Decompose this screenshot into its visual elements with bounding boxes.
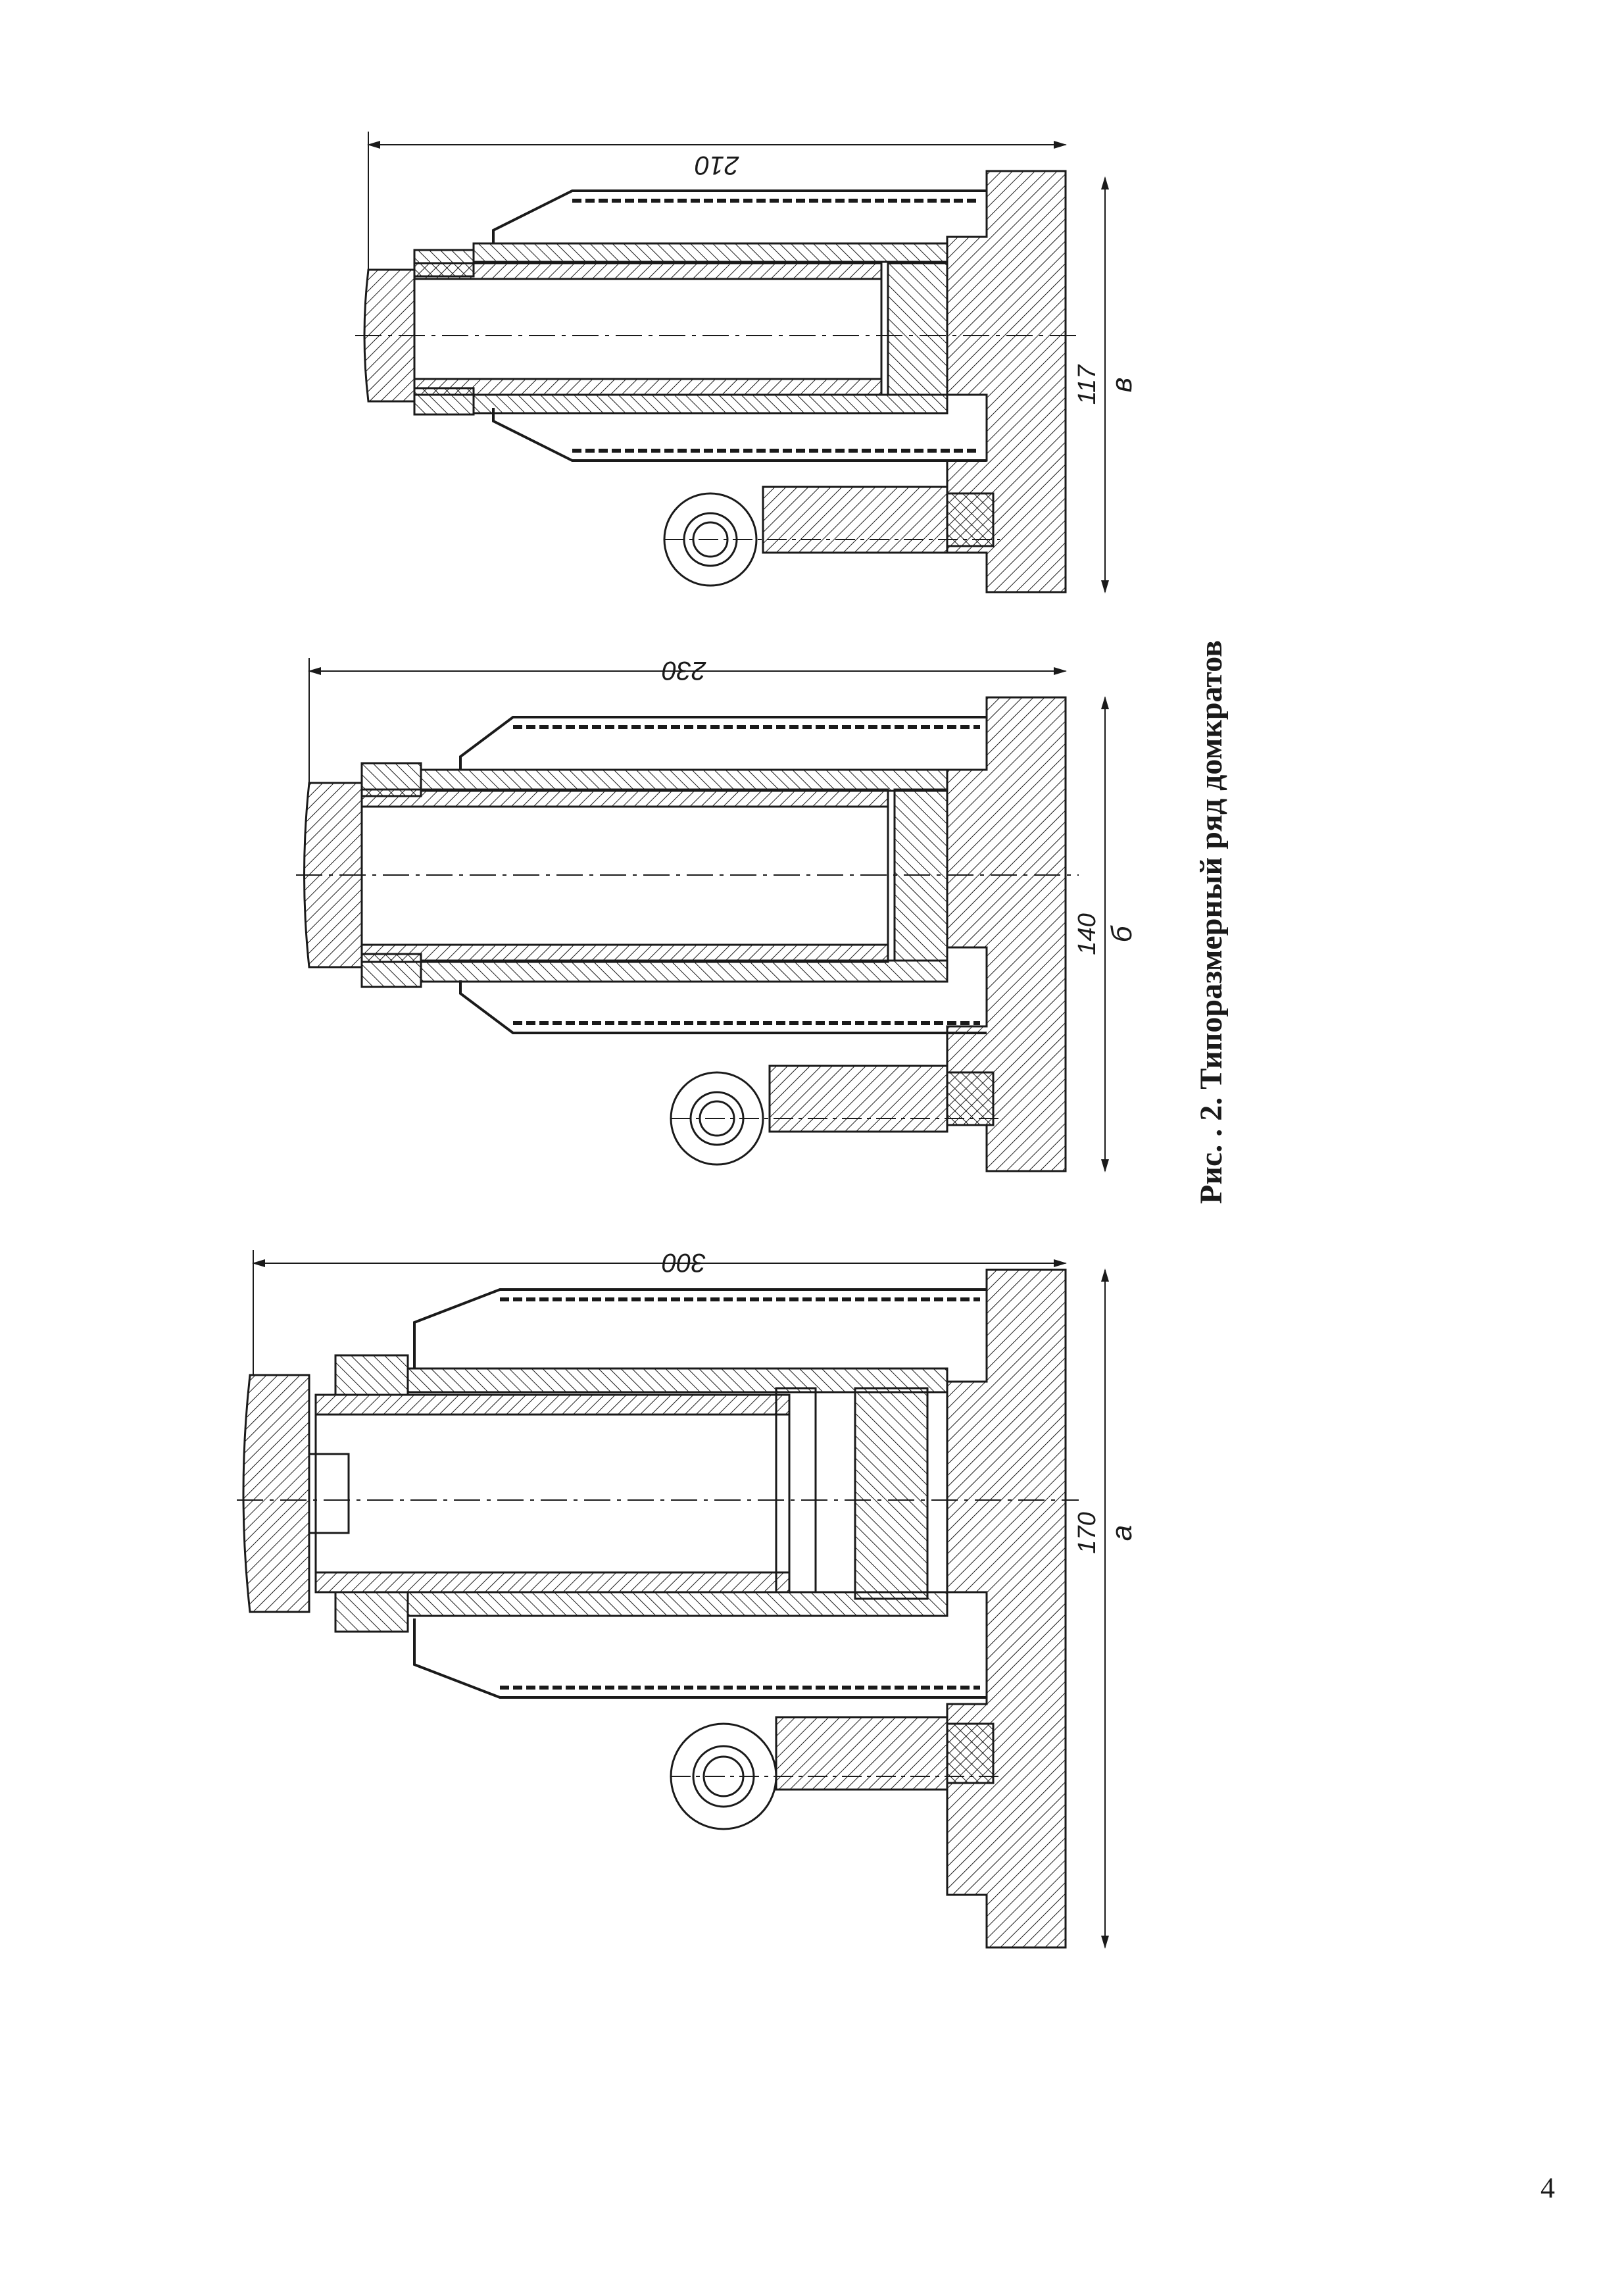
jack-a-head — [242, 1374, 310, 1613]
jack-c-ram-bottom — [413, 378, 883, 396]
jack-b-reservoir — [459, 716, 987, 1034]
jack-a-height-label: 300 — [662, 1248, 706, 1277]
jack-c-cylinder-wall-top — [472, 242, 948, 263]
jack-b-ram-bottom — [360, 943, 889, 963]
jack-c-width-label: 117 — [1073, 364, 1101, 405]
jack-a-ram-top — [314, 1393, 791, 1416]
jack-a — [237, 1250, 1109, 1949]
jack-b-cylinder-wall-top — [420, 768, 948, 792]
jack-a-pump-body — [775, 1716, 948, 1791]
jack-a-ram-bottom — [314, 1571, 791, 1593]
jack-a-reservoir — [413, 1288, 987, 1699]
jack-b-letter: б — [1106, 924, 1138, 942]
figure-caption: Рис. . 2. Типоразмерный ряд домкратов — [1194, 640, 1229, 1204]
jack-c-ram-top — [413, 262, 883, 280]
jack-c-reservoir — [492, 189, 987, 462]
jack-b — [296, 658, 1109, 1172]
jack-c — [355, 132, 1109, 593]
jack-a-cylinder-wall-bottom — [406, 1591, 948, 1617]
jack-c-cylinder-wall-bottom — [472, 393, 948, 414]
jack-b-ram-top — [360, 788, 889, 808]
jack-b-head — [303, 782, 363, 968]
jack-c-height-label: 210 — [695, 151, 740, 180]
jack-b-pump-body — [768, 1065, 948, 1133]
jack-b-cylinder-wall-bottom — [420, 959, 948, 983]
jack-a-letter: а — [1106, 1525, 1138, 1541]
jack-c-letter: в — [1106, 378, 1138, 393]
jack-c-pump-body — [762, 486, 948, 554]
jack-a-base — [946, 1268, 1067, 1949]
jack-b-width-label: 140 — [1073, 913, 1101, 955]
page-number: 4 — [1540, 2172, 1555, 2204]
jack-b-height-label: 230 — [662, 656, 707, 685]
jack-a-width-label: 170 — [1073, 1512, 1101, 1553]
